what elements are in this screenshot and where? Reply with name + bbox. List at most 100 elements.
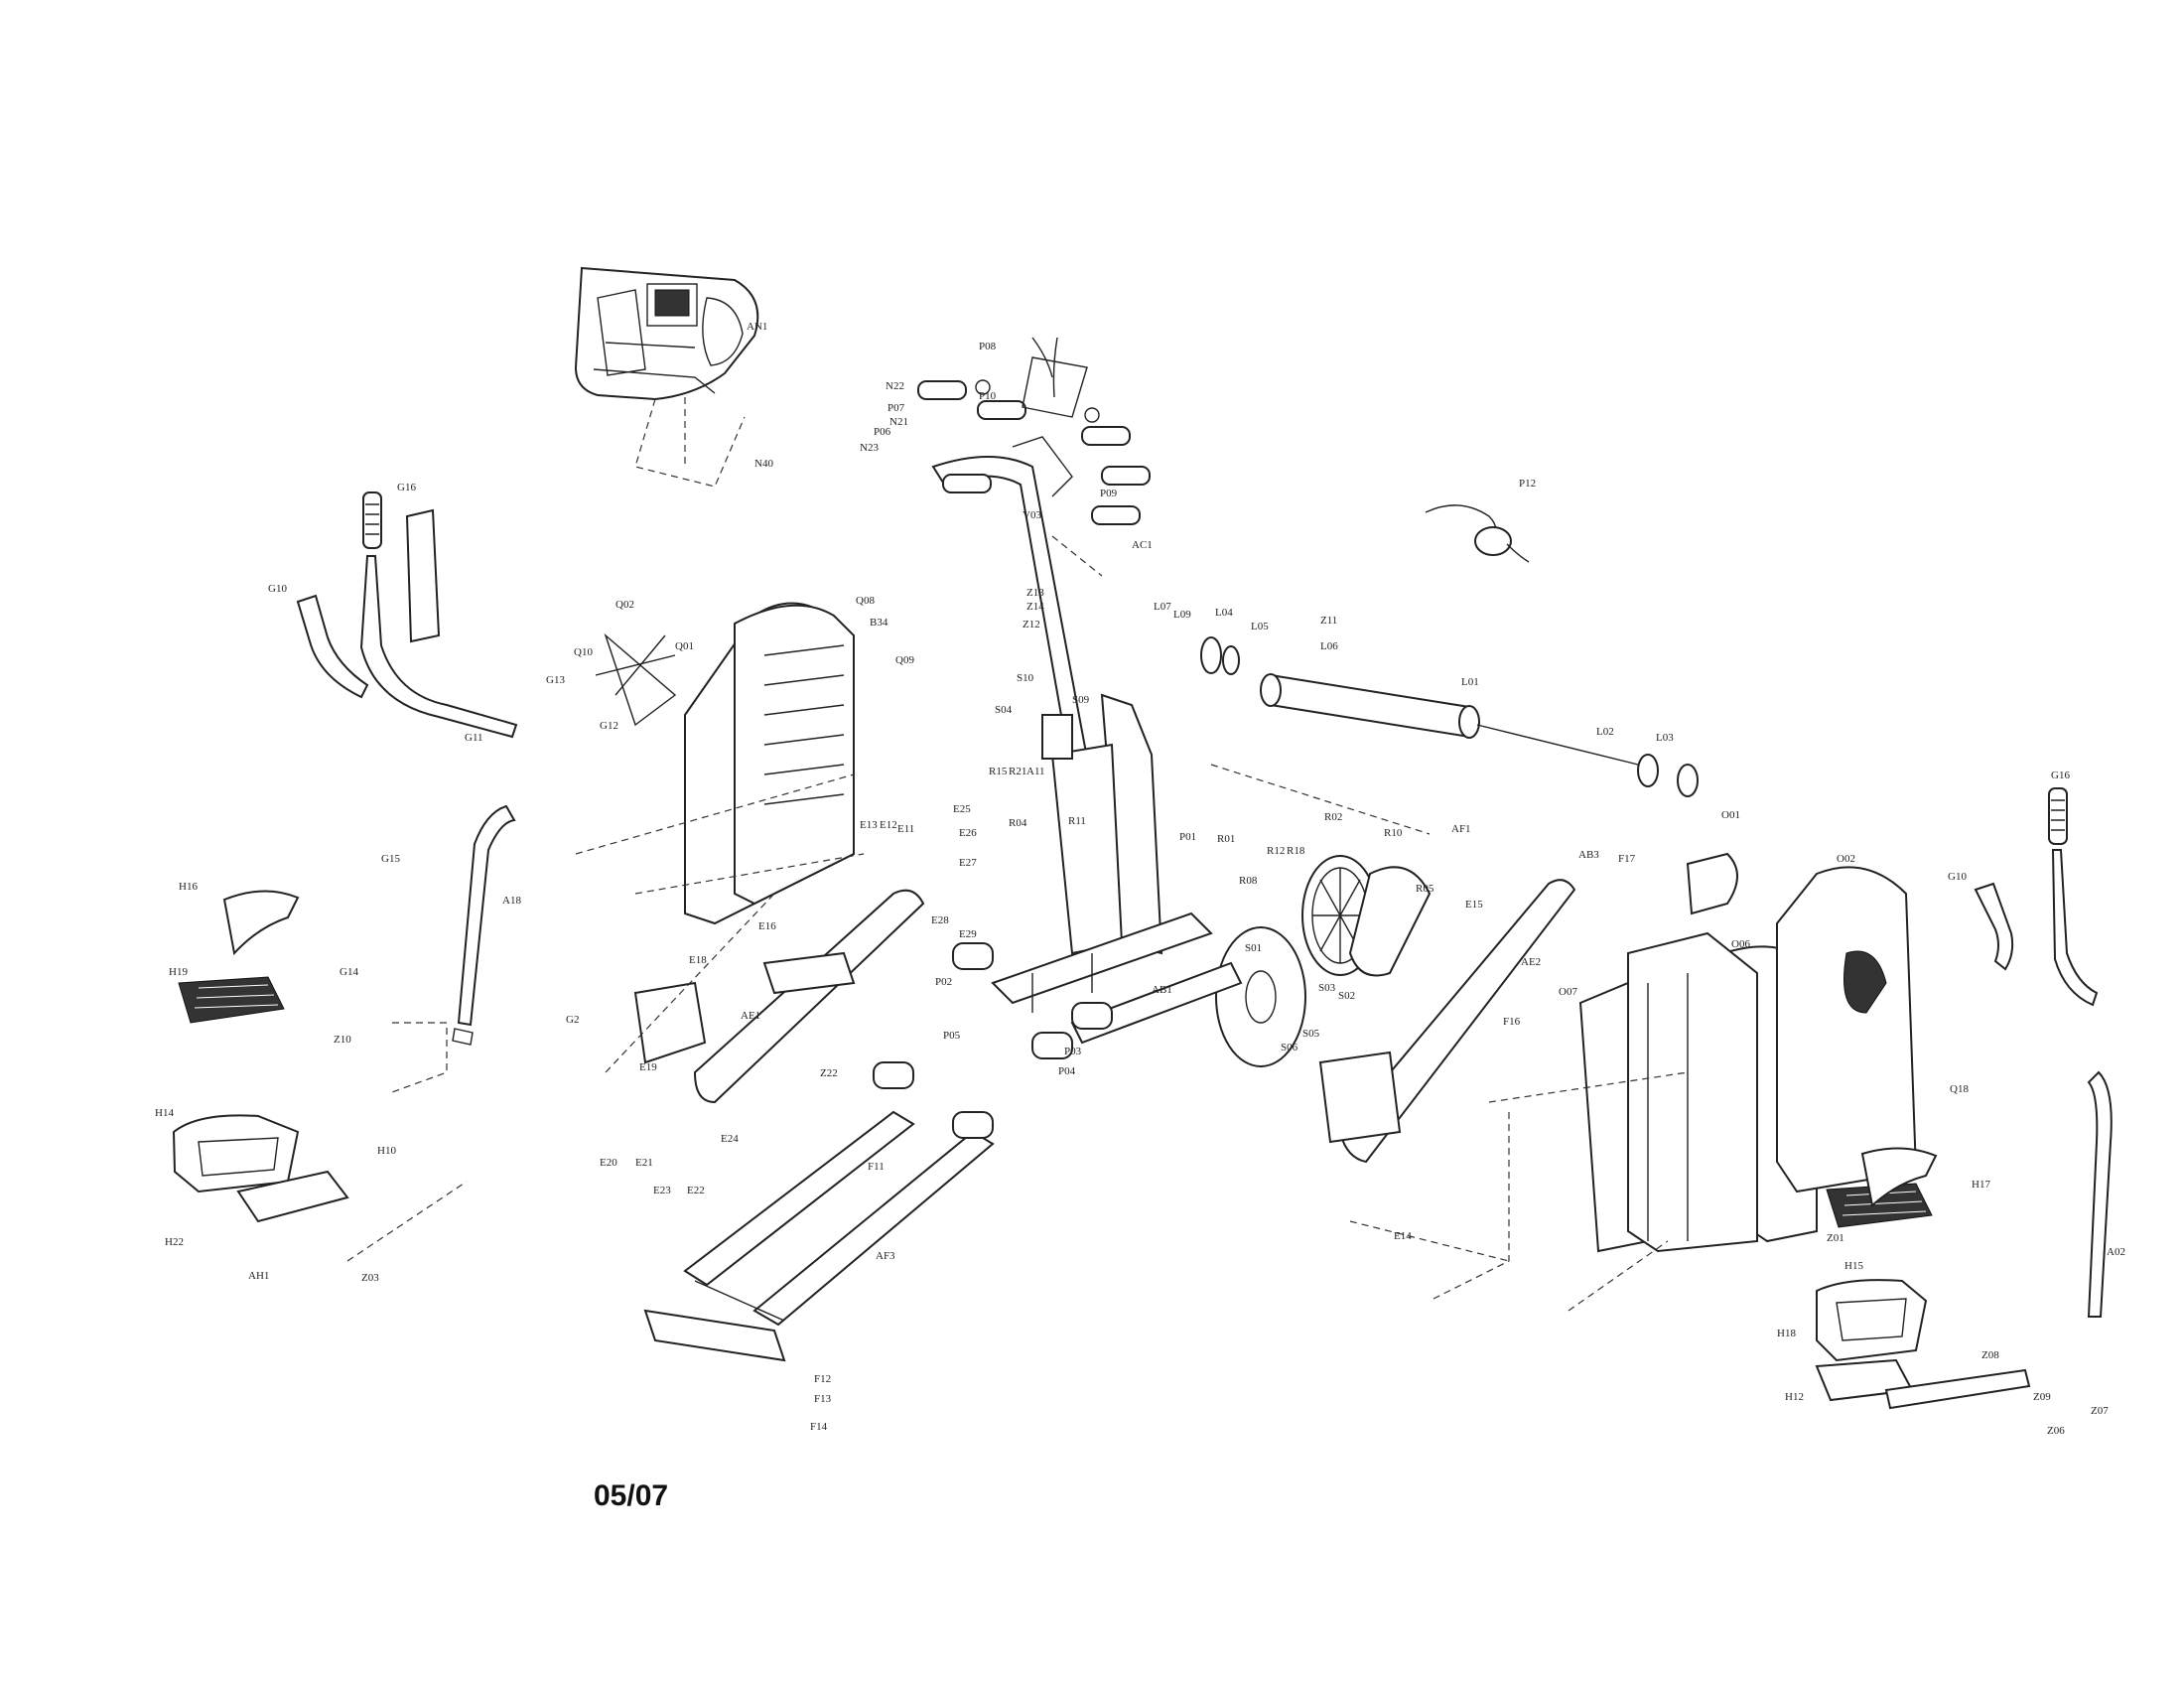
callout-z06: Z06 xyxy=(2047,1425,2065,1437)
power-adapter xyxy=(1425,504,1530,563)
callout-n22: N22 xyxy=(886,380,904,392)
callout-p08: P08 xyxy=(979,341,997,352)
callout-f12: F12 xyxy=(814,1373,831,1385)
callout-n40: N40 xyxy=(754,458,773,470)
callout-l01: L01 xyxy=(1461,676,1479,688)
callout-s10: S10 xyxy=(1017,672,1034,684)
right-shroud xyxy=(1578,852,1918,1253)
callout-r10: R10 xyxy=(1384,827,1403,839)
callout-g13: G13 xyxy=(546,674,565,686)
callout-z13: Z13 xyxy=(1026,587,1044,599)
callout-e24: E24 xyxy=(721,1133,739,1145)
main-frame xyxy=(991,693,1243,1045)
callout-p07: P07 xyxy=(887,402,905,414)
callout-a18: A18 xyxy=(502,895,521,907)
callout-e23: E23 xyxy=(653,1185,671,1196)
right-pedal-assembly xyxy=(1318,879,2031,1410)
callout-q08: Q08 xyxy=(856,595,875,607)
callout-e27: E27 xyxy=(959,857,977,869)
callout-e29: E29 xyxy=(959,928,977,940)
callout-l05: L05 xyxy=(1251,621,1269,632)
callout-e19: E19 xyxy=(639,1061,657,1073)
callout-o07: O07 xyxy=(1559,986,1577,998)
callout-l03: L03 xyxy=(1656,732,1674,744)
callout-h16: H16 xyxy=(179,881,198,893)
callout-f16: F16 xyxy=(1503,1016,1521,1028)
callout-e13: E13 xyxy=(860,819,878,831)
callout-ae2: AE2 xyxy=(1521,956,1541,968)
callout-g12: G12 xyxy=(600,720,618,732)
callout-l09: L09 xyxy=(1173,609,1191,621)
callout-g15: G15 xyxy=(381,853,400,865)
callout-z03: Z03 xyxy=(361,1272,379,1284)
callout-r11: R11 xyxy=(1068,815,1086,827)
callout-f13: F13 xyxy=(814,1393,832,1405)
callout-a11: A11 xyxy=(1026,766,1045,777)
callout-q18: Q18 xyxy=(1950,1083,1969,1095)
callout-s04: S04 xyxy=(995,704,1013,716)
callout-p10: P10 xyxy=(979,390,997,402)
callout-z08: Z08 xyxy=(1981,1349,1999,1361)
callout-s06: S06 xyxy=(1281,1042,1298,1053)
callout-e12: E12 xyxy=(880,819,897,831)
callout-e16: E16 xyxy=(758,920,776,932)
callout-r12: R12 xyxy=(1267,845,1285,857)
callout-p02: P02 xyxy=(935,976,952,988)
callout-r15: R15 xyxy=(989,766,1008,777)
callout-h15: H15 xyxy=(1844,1260,1863,1272)
callout-r05: R05 xyxy=(1416,883,1434,895)
callout-e15: E15 xyxy=(1465,899,1483,911)
callout-l06: L06 xyxy=(1320,640,1338,652)
callout-ab3: AB3 xyxy=(1578,849,1599,861)
callout-n23: N23 xyxy=(860,442,879,454)
callout-h18: H18 xyxy=(1777,1328,1796,1339)
callout-l07: L07 xyxy=(1154,601,1171,613)
callout-h17: H17 xyxy=(1972,1179,1990,1191)
callout-h19: H19 xyxy=(169,966,188,978)
callout-ab1: AB1 xyxy=(1152,984,1172,996)
callout-g16-right: G16 xyxy=(2051,770,2070,781)
callout-g2: G2 xyxy=(566,1014,579,1026)
callout-e20: E20 xyxy=(600,1157,617,1169)
callout-af1: AF1 xyxy=(1451,823,1471,835)
part-callouts: AN1 N40 G16 G10 Q02 Q01 Q10 Q08 B34 Q09 … xyxy=(155,321,2125,1437)
callout-g10: G10 xyxy=(268,583,287,595)
callout-p04: P04 xyxy=(1058,1065,1076,1077)
callout-af3: AF3 xyxy=(876,1250,895,1262)
callout-e21: E21 xyxy=(635,1157,653,1169)
callout-s03: S03 xyxy=(1318,982,1336,994)
callout-z10: Z10 xyxy=(334,1034,351,1046)
callout-ae1: AE1 xyxy=(741,1010,760,1022)
callout-r18: R18 xyxy=(1287,845,1305,857)
callout-g14: G14 xyxy=(340,966,358,978)
console-assembly xyxy=(574,266,759,488)
callout-r04: R04 xyxy=(1009,817,1027,829)
callout-s01: S01 xyxy=(1245,942,1262,954)
callout-p12: P12 xyxy=(1519,478,1536,490)
callout-z01: Z01 xyxy=(1827,1232,1844,1244)
flywheel-assembly xyxy=(1210,764,1432,1067)
axle-assembly xyxy=(1200,636,1699,797)
callout-g11: G11 xyxy=(465,732,483,744)
callout-h12: H12 xyxy=(1785,1391,1804,1403)
callout-e18: E18 xyxy=(689,954,707,966)
callout-z07: Z07 xyxy=(2091,1405,2109,1417)
callout-q02: Q02 xyxy=(615,599,634,611)
callout-r01: R01 xyxy=(1217,833,1235,845)
callout-p09: P09 xyxy=(1100,488,1118,499)
callout-b34: B34 xyxy=(870,617,888,629)
callout-p05: P05 xyxy=(943,1030,961,1042)
callout-f11: F11 xyxy=(868,1161,885,1173)
callout-ah1: AH1 xyxy=(248,1270,269,1282)
callout-e11: E11 xyxy=(897,823,914,835)
callout-h22: H22 xyxy=(165,1236,184,1248)
callout-e28: E28 xyxy=(931,914,949,926)
callout-r02: R02 xyxy=(1324,811,1342,823)
callout-o02: O02 xyxy=(1837,853,1855,865)
callout-p03: P03 xyxy=(1064,1046,1082,1057)
callout-e25: E25 xyxy=(953,803,971,815)
left-handlebar xyxy=(296,491,518,1046)
right-handlebar xyxy=(1974,787,2113,1318)
callout-e26: E26 xyxy=(959,827,977,839)
